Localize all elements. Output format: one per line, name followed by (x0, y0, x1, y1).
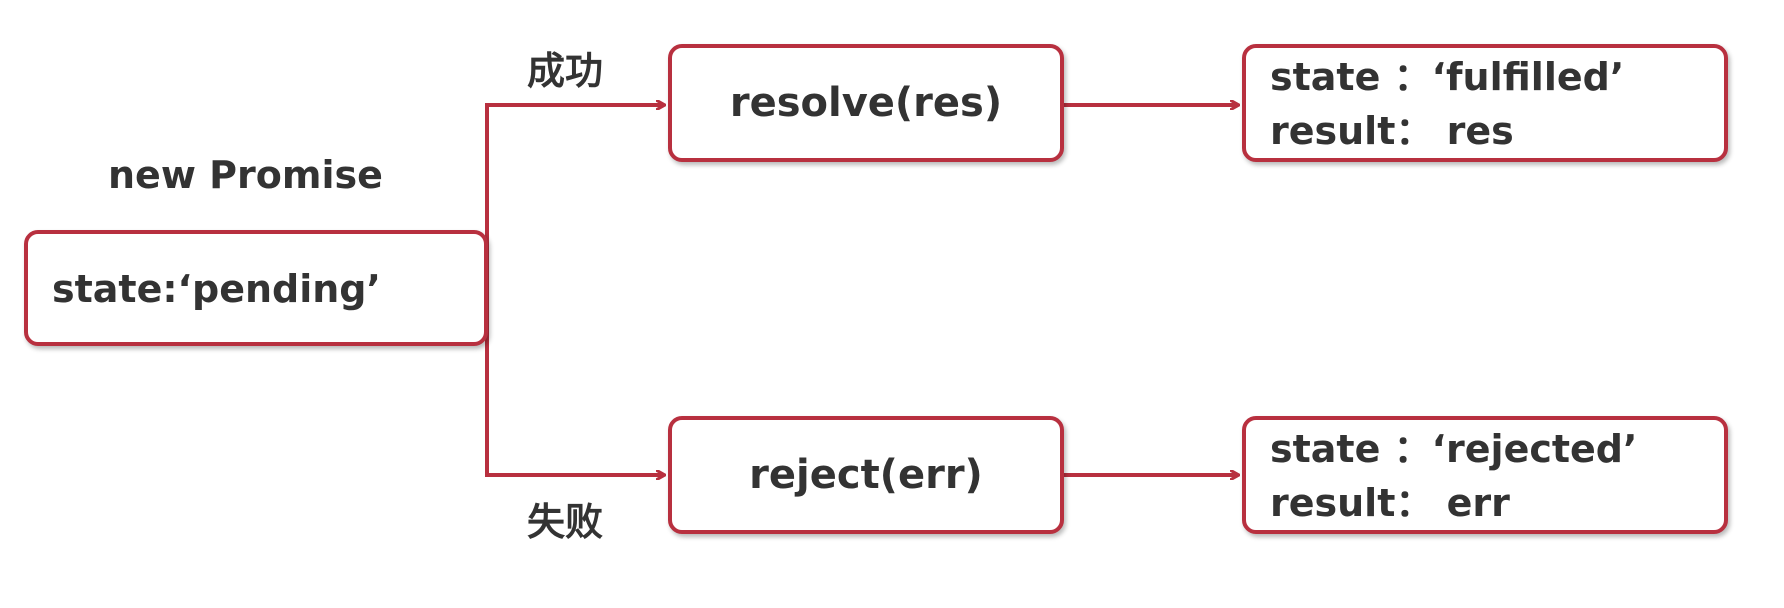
fulfilled-state-text: state ：‘fulfilled’ (1270, 55, 1625, 99)
success-label: 成功 (527, 49, 604, 93)
pending-state-text: state:‘pending’ (52, 267, 381, 311)
fulfilled-result-text: result： res (1270, 109, 1514, 153)
reject-action-text: reject(err) (749, 452, 983, 498)
resolve-action-text: resolve(res) (729, 80, 1003, 126)
failure-label: 失败 (527, 500, 604, 544)
fulfilled-state-box: state ：‘fulfilled’ result： res (1242, 44, 1728, 162)
diagram-title: new Promise (108, 153, 383, 197)
rejected-result-text: result： err (1270, 481, 1510, 525)
rejected-state-text: state ：‘rejected’ (1270, 427, 1638, 471)
rejected-state-box: state ：‘rejected’ result： err (1242, 416, 1728, 534)
pending-state-box: state:‘pending’ (24, 230, 488, 346)
resolve-box: resolve(res) (668, 44, 1064, 162)
reject-box: reject(err) (668, 416, 1064, 534)
